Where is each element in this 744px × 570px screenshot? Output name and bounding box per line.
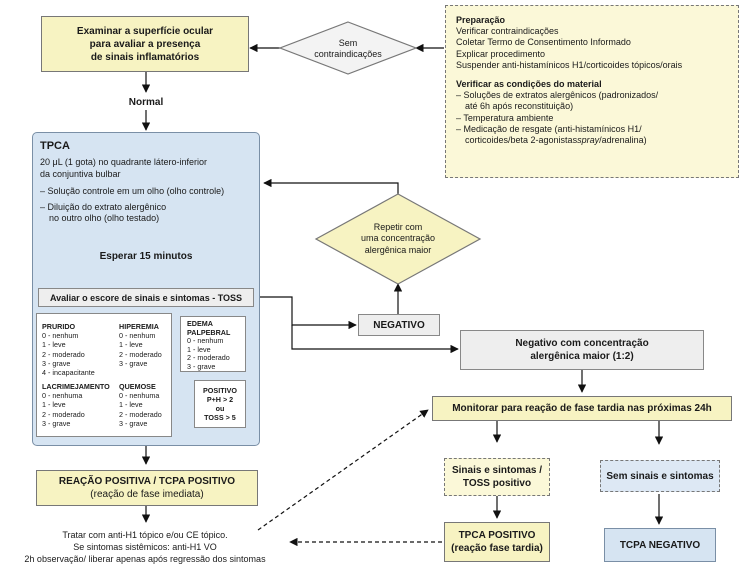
negconc-box: Negativo com concentração alergênica mai… bbox=[460, 330, 704, 370]
material-item: – Temperatura ambiente bbox=[456, 112, 554, 123]
prurido-item: 1 - leve bbox=[42, 340, 66, 350]
reacao-box: REAÇÃO POSITIVA / TCPA POSITIVO (reação … bbox=[36, 470, 258, 506]
positivo-line1: POSITIVO bbox=[203, 386, 237, 395]
examine-line3: de sinais inflamatórios bbox=[90, 51, 200, 63]
treatment-text: Tratar com anti-H1 tópico e/ou CE tópico… bbox=[0, 527, 290, 567]
material-item: – Soluções de extratos alergênicos (padr… bbox=[456, 90, 659, 101]
quemose-title: QUEMOSE bbox=[119, 382, 156, 391]
tpca-title: TPCA bbox=[40, 140, 70, 152]
examine-box: Examinar a superfície ocular para avalia… bbox=[41, 16, 249, 72]
nocontra-line1: Sem bbox=[338, 38, 358, 48]
hiperemia-score: HIPEREMIA 0 - nenhum 1 - leve 2 - modera… bbox=[119, 322, 162, 368]
positivo-line3: ou bbox=[215, 404, 225, 413]
material-item: corticoides/beta 2-agonistasspray/adrena… bbox=[456, 135, 728, 146]
lacrimejamento-item: 3 - grave bbox=[42, 418, 71, 428]
material-item: – Medicação de resgate (anti-histamínico… bbox=[456, 123, 642, 134]
repeat-line1: Repetir com bbox=[373, 221, 423, 232]
nocontra-line2: contraindicações bbox=[314, 49, 382, 59]
treat-line2: Se sintomas sistêmicos: anti-H1 VO bbox=[73, 542, 217, 552]
tpca-opt1: – Solução controle em um olho (olho cont… bbox=[40, 186, 225, 196]
prep-item: Explicar procedimento bbox=[456, 48, 546, 59]
repeat-label: Repetir com uma concentração alergênica … bbox=[338, 221, 458, 257]
normal-label: Normal bbox=[128, 96, 164, 108]
treat-line1: Tratar com anti-H1 tópico e/ou CE tópico… bbox=[62, 530, 228, 540]
prep-item: Verificar contraindicações bbox=[456, 26, 559, 37]
material-title: Verificar as condições do material bbox=[456, 79, 602, 90]
lacrimejamento-item: 2 - moderado bbox=[42, 409, 85, 419]
arrow-toss-to-negativo bbox=[254, 296, 357, 330]
repeat-line2: uma concentração bbox=[360, 233, 436, 244]
repeat-line3: alergênica maior bbox=[364, 244, 432, 255]
edema-item: 1 - leve bbox=[187, 344, 211, 354]
tpca-desc1: 20 μL (1 gota) no quadrante látero-infer… bbox=[40, 157, 207, 167]
reacao-line2: (reação de fase imediata) bbox=[90, 489, 204, 500]
edema-score: EDEMA PALPEBRAL 0 - nenhum 1 - leve 2 - … bbox=[180, 316, 246, 372]
tpca-opt2a: – Diluição do extrato alergênico bbox=[40, 201, 167, 212]
toss-box: Avaliar o escore de sinais e sintomas - … bbox=[38, 288, 254, 307]
tpca-desc: 20 μL (1 gota) no quadrante látero-infer… bbox=[40, 157, 260, 225]
prep-item: Suspender anti-histamínicos H1/corticoid… bbox=[456, 59, 683, 70]
hiperemia-title: HIPEREMIA bbox=[119, 322, 159, 331]
preparation-box: Preparação Verificar contraindicações Co… bbox=[445, 5, 739, 178]
wait-label: Esperar 15 minutos bbox=[99, 250, 193, 262]
negativo-box: NEGATIVO bbox=[358, 314, 440, 336]
edema-title2: PALPEBRAL bbox=[187, 327, 231, 337]
quemose-item: 1 - leve bbox=[119, 400, 143, 410]
scores-panel bbox=[36, 313, 172, 437]
signspos-line1: Sinais e sintomas / bbox=[451, 465, 543, 476]
lacrimejamento-score: LACRIMEJAMENTO 0 - nenhuma 1 - leve 2 - … bbox=[42, 382, 110, 428]
reacao-line1: REAÇÃO POSITIVA / TCPA POSITIVO bbox=[58, 476, 236, 487]
prurido-item: 2 - moderado bbox=[42, 349, 85, 359]
prep-item: Coletar Termo de Consentimento Informado bbox=[456, 37, 631, 48]
tpca-desc2: da conjuntiva bulbar bbox=[40, 168, 121, 179]
lacrimejamento-item: 1 - leve bbox=[42, 400, 66, 410]
prurido-item: 4 - incapacitante bbox=[42, 368, 95, 378]
prep-title: Preparação bbox=[456, 15, 506, 25]
hiperemia-item: 1 - leve bbox=[119, 340, 143, 350]
material-item: até 6h após reconstituição) bbox=[465, 101, 574, 112]
edema-title1: EDEMA bbox=[187, 319, 213, 328]
edema-item: 2 - moderado bbox=[187, 353, 230, 363]
lacrimejamento-item: 0 - nenhuma bbox=[42, 391, 83, 401]
positivo-line4: TOSS > 5 bbox=[204, 413, 236, 422]
tpca-opt2b: no outro olho (olho testado) bbox=[49, 213, 160, 223]
tpcalate-line1: TPCA POSITIVO bbox=[458, 530, 536, 541]
arrow-treat-to-monitor bbox=[257, 409, 429, 531]
examine-line2: para avaliar a presença bbox=[89, 38, 201, 50]
quemose-item: 3 - grave bbox=[119, 418, 148, 428]
material-text: /adrenalina) bbox=[599, 135, 647, 146]
signspos-box: Sinais e sintomas / TOSS positivo bbox=[444, 458, 550, 496]
quemose-item: 2 - moderado bbox=[119, 409, 162, 419]
monitor-box: Monitorar para reação de fase tardia nas… bbox=[432, 396, 732, 421]
material-text-italic: spray bbox=[577, 135, 600, 146]
examine-line1: Examinar a superfície ocular bbox=[76, 25, 214, 37]
lacrimejamento-title: LACRIMEJAMENTO bbox=[42, 382, 110, 391]
prurido-item: 0 - nenhum bbox=[42, 331, 79, 341]
tpcalate-line2: (reação fase tardia) bbox=[451, 543, 543, 554]
negconc-line2: alergênica maior (1:2) bbox=[530, 351, 634, 362]
positivo-line2: P+H > 2 bbox=[206, 395, 234, 404]
signspos-line2: TOSS positivo bbox=[462, 478, 532, 489]
hiperemia-item: 3 - grave bbox=[119, 358, 148, 368]
treat-line3: 2h observação/ liberar apenas após regre… bbox=[24, 554, 266, 564]
hiperemia-item: 0 - nenhum bbox=[119, 331, 156, 341]
edema-item: 3 - grave bbox=[187, 361, 216, 371]
arrow-repeat-to-tpca bbox=[263, 178, 399, 194]
negconc-line1: Negativo com concentração bbox=[515, 338, 649, 349]
tpca-late-box: TPCA POSITIVO (reação fase tardia) bbox=[444, 522, 550, 562]
nocontra-label: Sem contraindicações bbox=[290, 34, 406, 64]
quemose-score: QUEMOSE 0 - nenhuma 1 - leve 2 - moderad… bbox=[119, 382, 162, 428]
nosigns-box: Sem sinais e sintomas bbox=[600, 460, 720, 492]
quemose-item: 0 - nenhuma bbox=[119, 391, 160, 401]
prurido-score: PRURIDO 0 - nenhum 1 - leve 2 - moderado… bbox=[42, 322, 95, 377]
tcpa-neg-box: TCPA NEGATIVO bbox=[604, 528, 716, 562]
edema-item: 0 - nenhum bbox=[187, 336, 224, 346]
hiperemia-item: 2 - moderado bbox=[119, 349, 162, 359]
positivo-box: POSITIVO P+H > 2 ou TOSS > 5 bbox=[194, 380, 246, 428]
prurido-item: 3 - grave bbox=[42, 358, 71, 368]
material-text: corticoides/beta 2-agonistas bbox=[465, 135, 578, 146]
prurido-title: PRURIDO bbox=[42, 322, 76, 331]
